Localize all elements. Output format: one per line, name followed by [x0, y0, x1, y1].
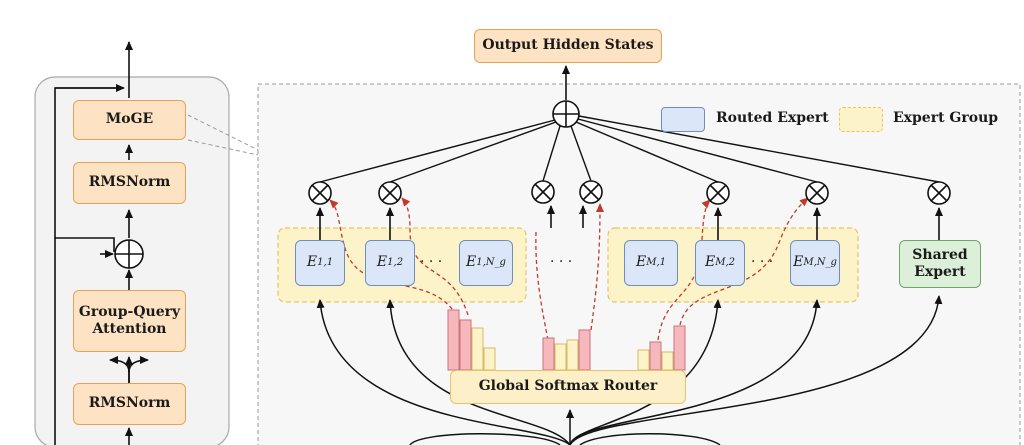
shared-expert-box: Shared Expert [899, 240, 981, 288]
multiply-node-em2 [805, 181, 829, 205]
group-query-attention-box: Group-Query Attention [73, 290, 186, 352]
rmsnorm-bottom-label: RMSNorm [88, 395, 171, 412]
top-sum-node [552, 100, 580, 128]
moge-label: MoGE [105, 111, 154, 128]
expert-e1n-base: E [466, 254, 477, 271]
gating-multiply-nodes [308, 180, 951, 205]
expert-emn-base: E [793, 254, 804, 271]
left-residual-add [114, 239, 144, 269]
shared-expert-label: Shared Expert [912, 246, 968, 281]
left-panel-connectors [54, 41, 149, 445]
legend-routed-label: Routed Expert [716, 110, 829, 126]
output-hidden-states-label: Output Hidden States [482, 37, 654, 54]
expert-to-sum-lines [319, 115, 940, 183]
output-hidden-states-box: Output Hidden States [474, 29, 662, 63]
legend-group-swatch [839, 107, 883, 132]
rmsnorm-top-label: RMSNorm [88, 174, 171, 191]
input-fanout-curves [316, 295, 943, 445]
legend-routed-swatch [661, 107, 705, 132]
groupm-ellipsis: · · · [751, 254, 774, 270]
multiply-node-shared [927, 181, 951, 205]
group-query-attention-label: Group-Query Attention [78, 303, 181, 338]
multiply-node-e12 [378, 181, 402, 205]
moge-box: MoGE [73, 100, 186, 140]
expert-e11-base: E [306, 254, 318, 271]
multiply-node-mid1 [531, 180, 555, 204]
multiply-node-mid2 [579, 180, 603, 204]
router-score-bars [447, 309, 686, 371]
expert-em2-sub: M,2 [715, 256, 735, 268]
expert-em2-base: E [704, 254, 716, 271]
expert-e11-sub: 1,1 [317, 256, 334, 268]
group1-ellipsis: · · · [420, 254, 443, 270]
multiply-node-em1 [706, 181, 730, 205]
legend-group-label: Expert Group [893, 110, 999, 126]
expert-e1n-sub: 1,N_g [476, 256, 506, 268]
rmsnorm-top-box: RMSNorm [73, 162, 186, 204]
middle-ellipsis: · · · [550, 254, 573, 270]
rmsnorm-bottom-box: RMSNorm [73, 383, 186, 425]
expert-em1-sub: M,1 [646, 256, 666, 268]
global-softmax-router-label: Global Softmax Router [478, 378, 658, 395]
expert-output-arrows [316, 205, 943, 240]
expert-e12-base: E [376, 254, 388, 271]
expert-e12-sub: 1,2 [387, 256, 404, 268]
expert-emn-sub: M,N_g [803, 256, 837, 268]
multiply-node-e11 [308, 181, 332, 205]
global-softmax-router-box: Global Softmax Router [450, 370, 686, 404]
expert-em1-base: E [635, 254, 647, 271]
